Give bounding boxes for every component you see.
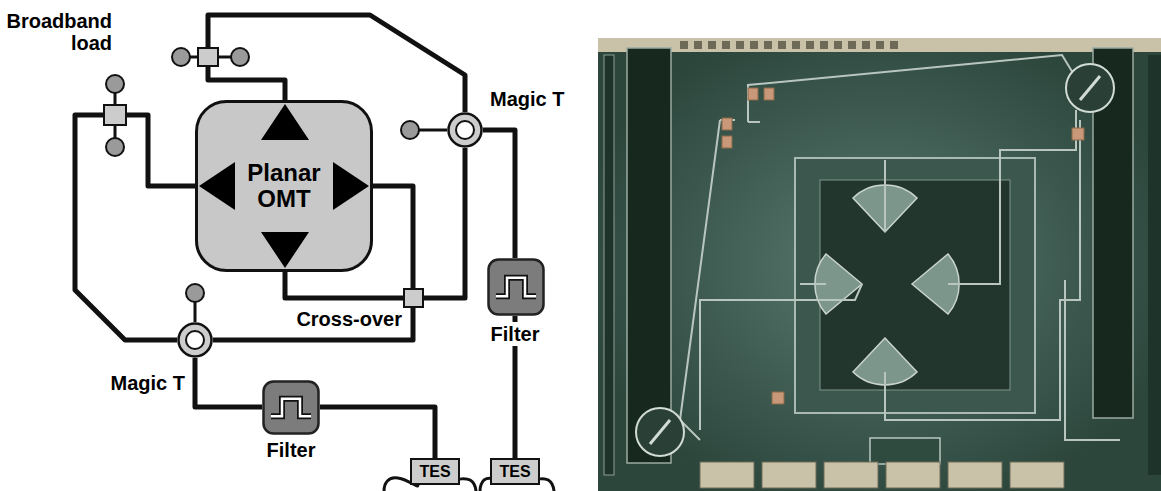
tes-box: TES	[490, 458, 540, 485]
node-label: Cross-over	[270, 308, 402, 330]
waveguide-line	[424, 148, 465, 298]
waveguide-line	[373, 186, 413, 288]
node-label: Filter	[255, 439, 327, 461]
node-label: Magic T	[490, 88, 600, 110]
waveguide-line	[195, 358, 262, 407]
waveguide-line	[285, 272, 403, 298]
node-text: TES	[419, 463, 450, 481]
node-label: Magic T	[66, 372, 185, 394]
mt-shape	[447, 112, 483, 148]
node-label: Filter	[481, 322, 549, 346]
omt-box: Planar OMT	[195, 100, 373, 272]
waveguide-line	[320, 407, 435, 458]
node-label: Broadband load	[4, 10, 112, 54]
tes-box: TES	[410, 458, 460, 485]
waveguide-line	[75, 115, 195, 340]
junction-square: Broadband load	[197, 47, 219, 67]
waveguide-line	[208, 15, 465, 112]
waveguide-line	[483, 130, 515, 258]
magic-t-symbol: Magic T	[177, 322, 213, 358]
node-text: Planar OMT	[236, 160, 332, 213]
node-text: TES	[499, 463, 530, 481]
waveguide-line	[208, 67, 285, 100]
mt-shape	[177, 322, 213, 358]
junction-square: Cross-over	[403, 288, 424, 308]
filt-shape	[262, 380, 320, 435]
waveguide-line	[213, 308, 413, 340]
filter-box: Filter	[487, 258, 545, 316]
filt-shape	[487, 258, 545, 316]
magic-t-symbol: Magic T	[447, 112, 483, 148]
filter-box: Filter	[262, 380, 320, 435]
